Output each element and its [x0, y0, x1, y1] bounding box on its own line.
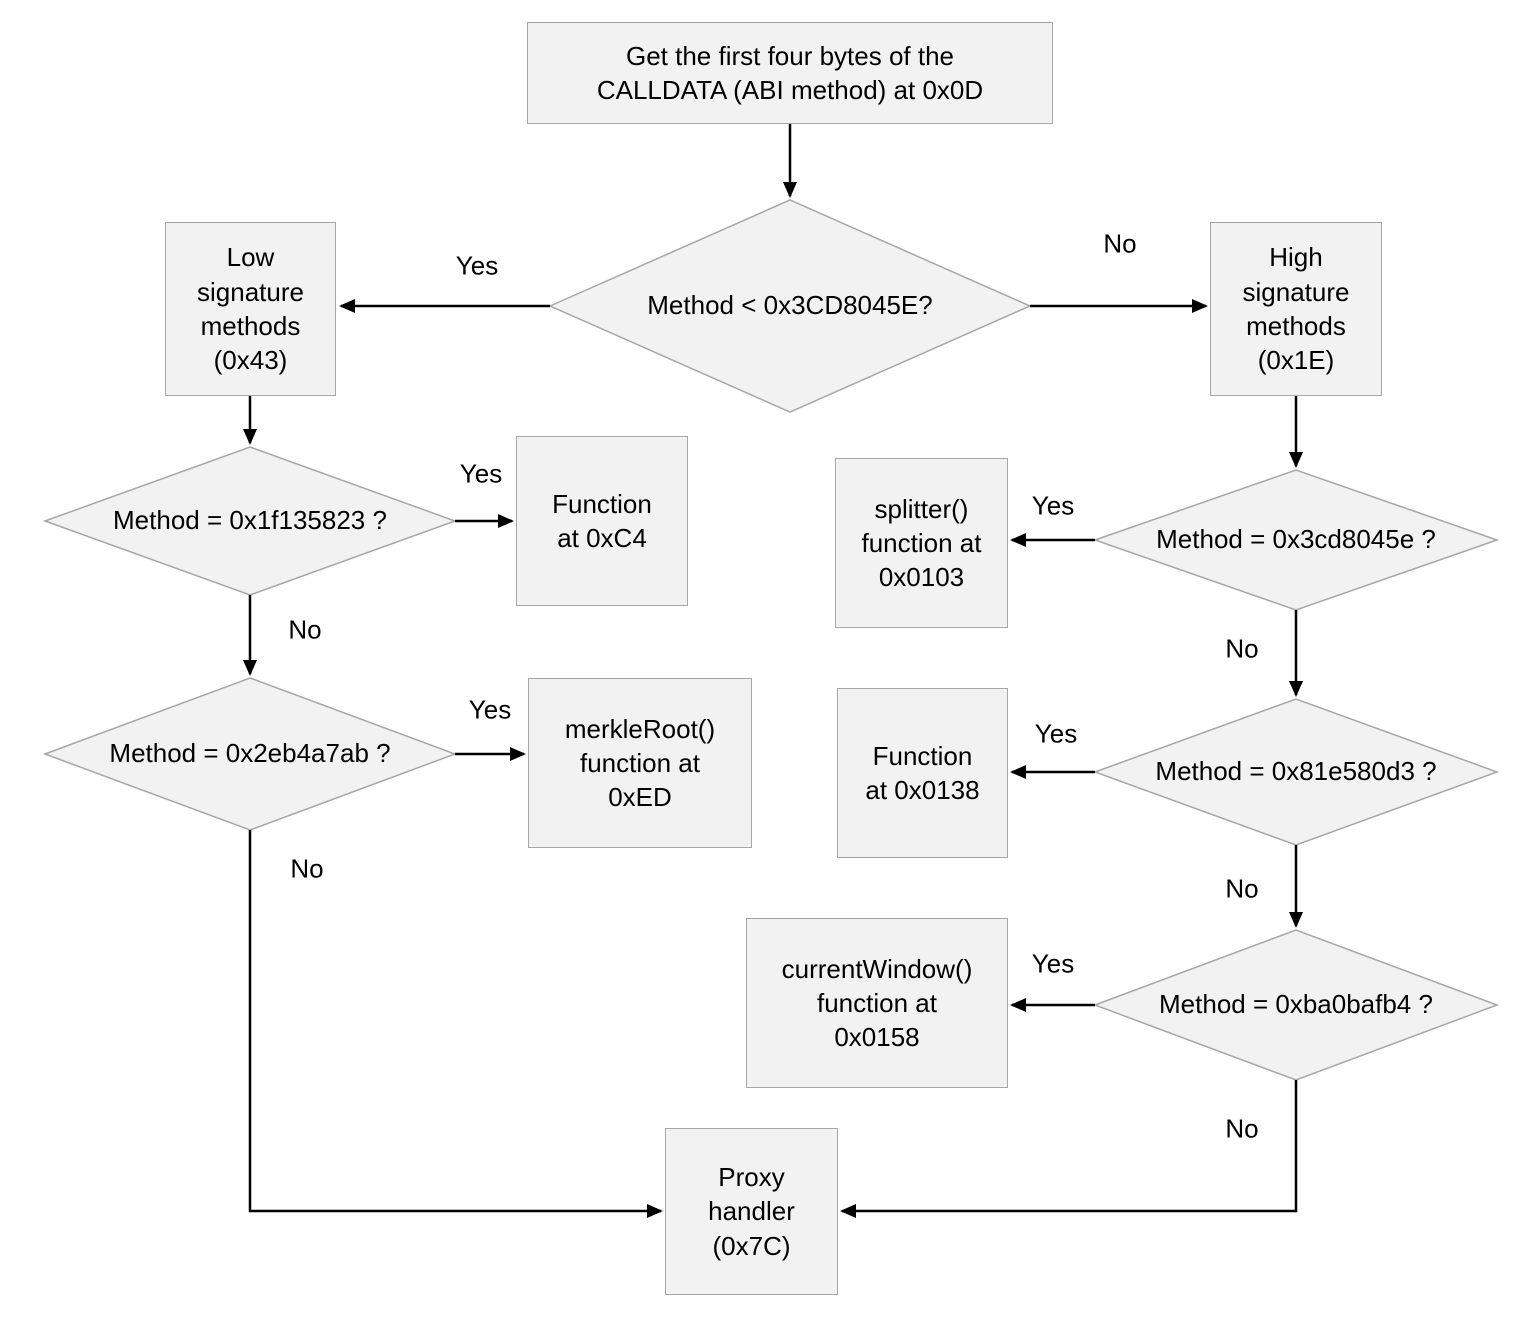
edge-label-81e580d3-no: No: [1225, 873, 1259, 904]
node-high-signature-methods: High signature methods (0x1E): [1210, 222, 1382, 396]
decision-3cd8045e-label: Method = 0x3cd8045e ?: [1156, 524, 1436, 555]
arrow-d2e-no-to-proxy: [248, 830, 663, 1218]
node-proxy-handler: Proxy handler (0x7C): [665, 1128, 838, 1295]
node-merkleroot-function: merkleRoot() function at 0xED: [528, 678, 752, 848]
edge-label-3cd8045e-no: No: [1225, 633, 1259, 664]
decision-2eb4a7ab-label: Method = 0x2eb4a7ab ?: [109, 738, 391, 769]
edge-label-ba0bafb4-yes: Yes: [1031, 948, 1075, 979]
node-low-signature-methods: Low signature methods (0x43): [165, 222, 336, 396]
decision-1f135823-label: Method = 0x1f135823 ?: [113, 505, 387, 536]
arrow-dba-no-to-proxy: [840, 1080, 1298, 1218]
node-function-0xc4: Function at 0xC4: [516, 436, 688, 606]
decision-ba0bafb4-label: Method = 0xba0bafb4 ?: [1159, 989, 1433, 1020]
decision-main-label: Method < 0x3CD8045E?: [647, 290, 933, 321]
edge-label-main-no: No: [1103, 228, 1137, 259]
edge-label-2eb4a7ab-no: No: [290, 853, 324, 884]
node-start: Get the first four bytes of the CALLDATA…: [527, 22, 1053, 124]
node-splitter-function: splitter() function at 0x0103: [835, 458, 1008, 628]
edge-label-1f135823-no: No: [288, 614, 322, 645]
edge-label-ba0bafb4-no: No: [1225, 1113, 1259, 1144]
decision-81e580d3-label: Method = 0x81e580d3 ?: [1155, 756, 1437, 787]
edge-label-1f135823-yes: Yes: [459, 458, 503, 489]
node-function-0x0138: Function at 0x0138: [837, 688, 1008, 858]
node-currentwindow-function: currentWindow() function at 0x0158: [746, 918, 1008, 1088]
edge-label-81e580d3-yes: Yes: [1034, 718, 1078, 749]
edge-label-3cd8045e-yes: Yes: [1031, 490, 1075, 521]
edge-label-2eb4a7ab-yes: Yes: [468, 694, 512, 725]
edge-label-main-yes: Yes: [455, 250, 499, 281]
